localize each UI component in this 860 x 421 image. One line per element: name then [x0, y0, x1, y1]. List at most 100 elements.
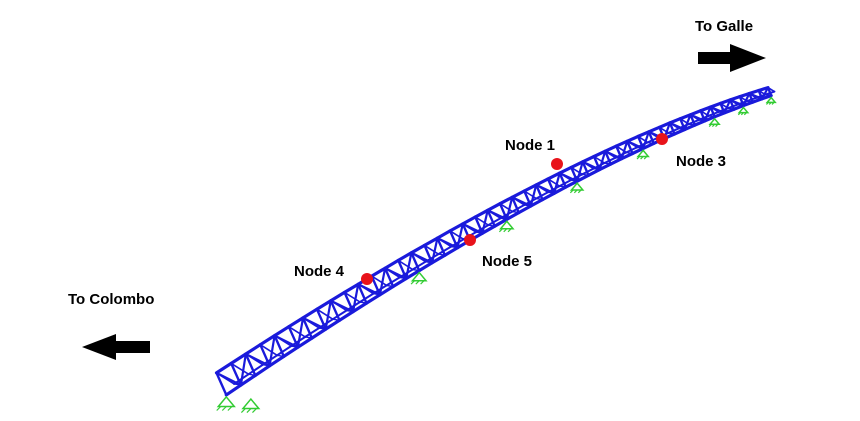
- truss-top-chord: [569, 160, 585, 169]
- truss-top-chord: [636, 130, 651, 138]
- truss-diagonal: [598, 150, 607, 171]
- truss-bottom-chord: [493, 217, 509, 228]
- truss-diagonal: [620, 140, 629, 160]
- truss-diagonal: [723, 98, 732, 115]
- truss-top-chord: [546, 171, 562, 181]
- truss-vertical: [370, 274, 382, 296]
- truss-bottom-chord: [732, 103, 746, 111]
- truss-strut: [449, 230, 465, 241]
- truss-bottom-chord: [337, 310, 355, 322]
- truss-top-chord: [668, 117, 682, 125]
- truss-vertical: [410, 251, 421, 272]
- truss-diagonal: [239, 352, 247, 387]
- truss-top-chord: [647, 125, 662, 134]
- truss-bottom-chord: [517, 204, 533, 215]
- truss-vertical: [383, 267, 395, 288]
- truss-vertical: [436, 236, 447, 257]
- truss-bottom-chord: [703, 115, 717, 123]
- truss-vertical: [343, 291, 355, 313]
- truss-top-chord: [708, 101, 723, 109]
- truss-vertical: [766, 86, 773, 97]
- truss-strut: [316, 308, 334, 321]
- truss-diagonal: [535, 183, 556, 195]
- truss-side-chord: [511, 203, 526, 213]
- truss-vertical: [729, 98, 736, 111]
- truss-bottom-chord: [641, 141, 656, 150]
- truss-top-chord: [229, 352, 248, 365]
- truss-top-chord: [301, 307, 319, 320]
- truss-bottom-chord: [417, 261, 434, 273]
- truss-strut: [523, 190, 538, 200]
- truss-bottom-chord: [404, 269, 421, 281]
- truss-vertical: [546, 177, 556, 195]
- truss-bottom-chord: [296, 336, 314, 349]
- truss-top-chord: [678, 113, 693, 121]
- truss-bottom-chord: [310, 327, 328, 340]
- truss-vertical: [273, 334, 285, 358]
- truss-bottom-chord: [741, 100, 755, 108]
- pinned-support-icon: [498, 220, 515, 233]
- truss-vertical: [699, 109, 706, 123]
- pinned-support-icon: [708, 117, 721, 128]
- truss-vertical: [423, 244, 434, 264]
- truss-vertical: [570, 166, 579, 183]
- truss-diagonal: [703, 105, 712, 123]
- truss-diagonal: [296, 316, 305, 349]
- truss-bottom-chord: [282, 345, 300, 358]
- node-5-marker: [464, 234, 476, 246]
- truss-bottom-chord: [351, 301, 369, 314]
- truss-top-chord: [214, 361, 233, 375]
- truss-diagonal: [486, 209, 508, 221]
- truss-diagonal: [581, 160, 601, 171]
- truss-diagonal: [244, 352, 271, 367]
- truss-vertical: [229, 362, 243, 387]
- truss-vertical: [679, 117, 686, 131]
- truss-top-chord: [614, 139, 629, 148]
- truss-bottom-chord: [722, 107, 736, 115]
- pinned-support-icon: [737, 106, 750, 116]
- truss-side-chord: [304, 327, 321, 338]
- truss-bottom-chord: [619, 151, 635, 161]
- truss-strut: [767, 86, 776, 93]
- bridge-supports: [216, 96, 777, 413]
- truss-vertical: [287, 325, 300, 349]
- truss-diagonal: [301, 316, 327, 331]
- truss-top-chord: [287, 316, 305, 329]
- truss-strut: [343, 291, 361, 303]
- truss-bottom-chord: [253, 364, 272, 377]
- truss-vertical: [647, 130, 655, 145]
- pinned-support-icon: [636, 149, 650, 160]
- truss-bottom-chord: [540, 191, 556, 202]
- truss-vertical: [397, 259, 408, 280]
- truss-diagonal: [378, 267, 387, 296]
- pinned-support-icon: [410, 271, 428, 285]
- truss-top-chord: [273, 325, 291, 338]
- pinned-support-icon: [765, 96, 777, 105]
- truss-vertical: [315, 308, 327, 331]
- truss-side-chord: [487, 217, 502, 227]
- truss-strut: [397, 259, 414, 271]
- truss-vertical: [215, 371, 228, 397]
- truss-strut: [287, 325, 307, 338]
- truss-vertical: [757, 89, 764, 101]
- truss-top-chord: [342, 282, 360, 294]
- truss-diagonal: [329, 299, 355, 313]
- truss-top-chord: [448, 222, 465, 233]
- truss-bottom-chord: [564, 179, 579, 189]
- truss-diagonal: [760, 86, 770, 100]
- to-galle-arrow-icon: [698, 44, 766, 72]
- truss-diagonal: [410, 251, 434, 264]
- truss-strut: [474, 216, 490, 226]
- truss-top-chord: [728, 94, 742, 102]
- truss-bottom-chord: [391, 276, 408, 289]
- truss-vertical: [615, 144, 623, 160]
- truss-diagonal: [604, 150, 623, 160]
- truss-side-chord: [385, 276, 401, 287]
- truss-diagonal: [529, 183, 538, 208]
- truss-top-chord: [486, 202, 502, 212]
- truss-top-chord: [461, 215, 477, 226]
- node-3-marker: [656, 133, 668, 145]
- truss-diagonal: [481, 209, 489, 235]
- truss-strut: [370, 275, 388, 287]
- node-1-label: Node 1: [505, 137, 555, 154]
